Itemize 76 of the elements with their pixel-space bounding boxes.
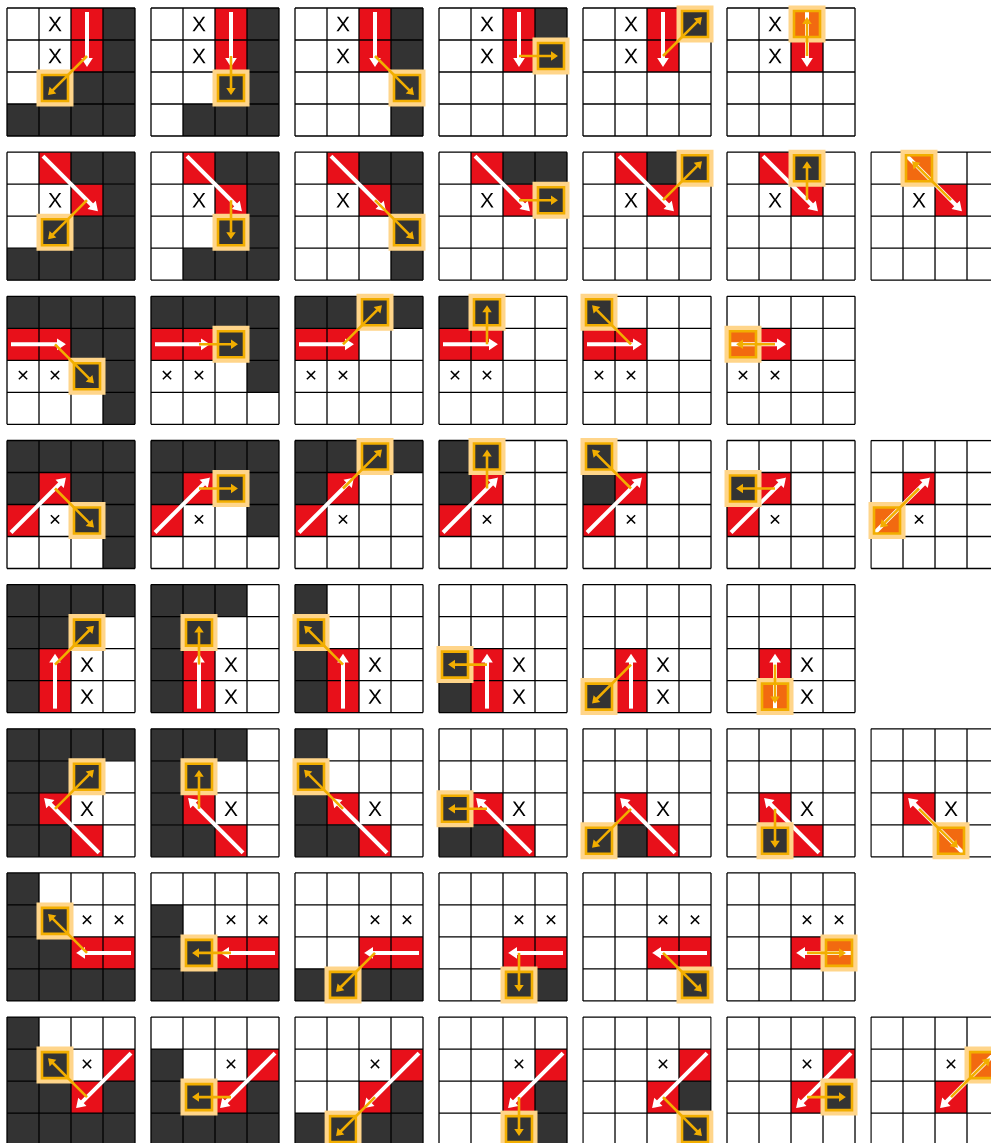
x-mark: × bbox=[834, 915, 844, 925]
x-mark: X bbox=[336, 48, 350, 64]
x-mark: × bbox=[802, 1059, 812, 1069]
x-mark: X bbox=[48, 16, 62, 32]
x-mark: × bbox=[114, 915, 124, 925]
x-mark: X bbox=[800, 801, 814, 817]
x-mark: X bbox=[512, 657, 526, 672]
x-mark: X bbox=[512, 689, 526, 704]
x-mark: × bbox=[402, 915, 412, 925]
x-mark: × bbox=[482, 370, 492, 380]
x-mark: × bbox=[82, 915, 92, 925]
x-mark: × bbox=[370, 915, 380, 925]
x-mark: × bbox=[658, 915, 668, 925]
x-mark: × bbox=[594, 370, 604, 380]
x-mark: X bbox=[224, 689, 238, 704]
x-mark: × bbox=[658, 1059, 668, 1069]
x-mark: × bbox=[482, 514, 492, 525]
x-mark: X bbox=[224, 801, 238, 817]
x-mark: X bbox=[48, 48, 62, 64]
x-mark: × bbox=[226, 1059, 236, 1069]
x-mark: X bbox=[192, 16, 206, 32]
x-mark: × bbox=[738, 370, 748, 380]
x-mark: × bbox=[194, 514, 204, 525]
x-mark: X bbox=[224, 657, 238, 672]
x-mark: X bbox=[768, 48, 782, 64]
x-mark: × bbox=[162, 370, 172, 380]
x-mark: X bbox=[80, 657, 94, 672]
x-mark: X bbox=[368, 801, 382, 817]
x-mark: × bbox=[514, 1059, 524, 1069]
x-mark: X bbox=[624, 193, 638, 208]
x-mark: × bbox=[802, 915, 812, 925]
x-mark: X bbox=[336, 193, 350, 208]
x-mark: × bbox=[770, 370, 780, 380]
x-mark: × bbox=[690, 915, 700, 925]
x-mark: X bbox=[480, 16, 494, 32]
x-mark: × bbox=[626, 370, 636, 380]
x-mark: X bbox=[912, 193, 926, 208]
x-mark: × bbox=[626, 514, 636, 525]
x-mark: X bbox=[656, 801, 670, 817]
x-mark: × bbox=[306, 370, 316, 380]
x-mark: X bbox=[368, 657, 382, 672]
x-mark: X bbox=[48, 193, 62, 208]
x-mark: × bbox=[82, 1059, 92, 1069]
x-mark: X bbox=[624, 16, 638, 32]
x-mark: × bbox=[450, 370, 460, 380]
x-mark: × bbox=[546, 915, 556, 925]
x-mark: × bbox=[50, 514, 60, 525]
x-mark: X bbox=[656, 657, 670, 672]
x-mark: X bbox=[768, 193, 782, 208]
x-mark: × bbox=[226, 915, 236, 925]
x-mark: × bbox=[50, 370, 60, 380]
x-mark: X bbox=[80, 801, 94, 817]
x-mark: × bbox=[514, 915, 524, 925]
x-mark: × bbox=[770, 514, 780, 525]
x-mark: X bbox=[368, 689, 382, 704]
x-mark: × bbox=[914, 514, 924, 525]
x-mark: × bbox=[370, 1059, 380, 1069]
x-mark: × bbox=[258, 915, 268, 925]
x-mark: X bbox=[480, 48, 494, 64]
x-mark: X bbox=[768, 16, 782, 32]
x-mark: X bbox=[192, 48, 206, 64]
x-mark: X bbox=[480, 193, 494, 208]
x-mark: X bbox=[800, 689, 814, 704]
x-mark: X bbox=[944, 801, 958, 817]
x-mark: X bbox=[80, 689, 94, 704]
x-mark: X bbox=[336, 16, 350, 32]
x-mark: X bbox=[192, 193, 206, 208]
x-mark: × bbox=[338, 514, 348, 525]
x-mark: X bbox=[800, 657, 814, 672]
x-mark: X bbox=[624, 48, 638, 64]
x-mark: X bbox=[512, 801, 526, 817]
x-mark: × bbox=[946, 1059, 956, 1069]
x-mark: X bbox=[656, 689, 670, 704]
x-mark: × bbox=[338, 370, 348, 380]
x-mark: × bbox=[18, 370, 28, 380]
x-mark: × bbox=[194, 370, 204, 380]
